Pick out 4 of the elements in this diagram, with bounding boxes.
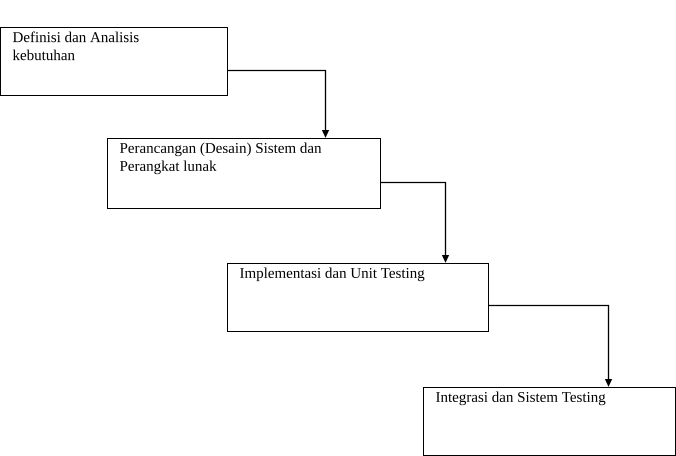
process-box: Definisi dan Analisis kebutuhan (0, 27, 228, 96)
process-box: Integrasi dan Sistem Testing (423, 387, 676, 456)
process-box: Perancangan (Desain) Sistem dan Perangkat lunak (107, 138, 381, 209)
process-box: Implementasi dan Unit Testing (227, 263, 489, 332)
